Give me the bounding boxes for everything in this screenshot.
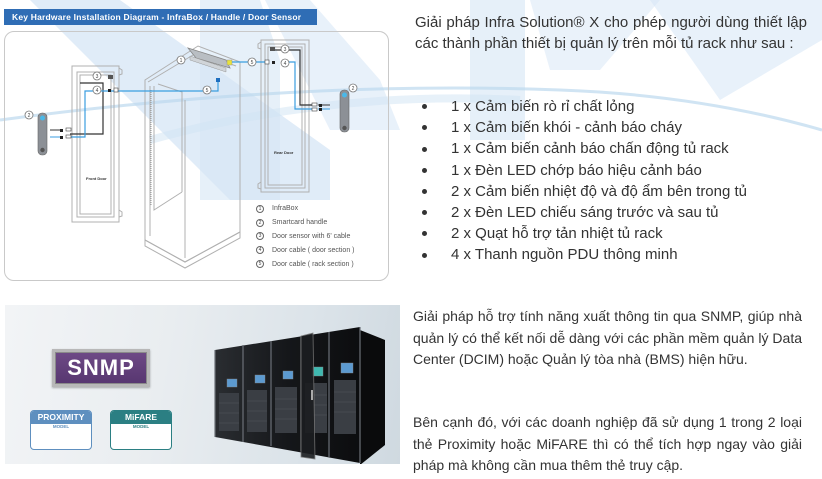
feature-item: 2 x Đèn LED chiếu sáng trước và sau tủ <box>422 202 747 223</box>
rack-row <box>214 327 361 463</box>
feature-text: 4 x Thanh nguồn PDU thông minh <box>451 246 678 264</box>
card-subtitle: MODEL <box>52 424 70 429</box>
legend-item: 1 InfraBox <box>256 202 354 216</box>
svg-text:2: 2 <box>28 113 31 119</box>
legend-label: Door sensor with 6' cable <box>272 232 351 240</box>
feature-text: 1 x Đèn LED chớp báo hiệu cảnh báo <box>451 161 702 179</box>
front-door-label: Front Door <box>86 176 107 181</box>
rear-door-label: Rear Door <box>274 150 294 155</box>
bullet-icon <box>422 146 427 152</box>
feature-text: 2 x Quạt hỗ trợ tản nhiệt tủ rack <box>451 225 663 243</box>
legend-item: 3 Door sensor with 6' cable <box>256 230 354 244</box>
bullet-icon <box>422 210 427 216</box>
feature-text: 1 x Cảm biến cảnh báo chấn động tủ rack <box>451 140 729 158</box>
svg-text:4: 4 <box>284 61 287 67</box>
legend-number: 2 <box>256 218 264 227</box>
legend-number: 3 <box>256 232 264 241</box>
legend-label: InfraBox <box>272 205 299 213</box>
installation-diagram: Key Hardware Installation Diagram - Infr… <box>0 0 400 290</box>
smartcard-handle-right <box>339 89 350 133</box>
bullet-icon <box>422 125 427 131</box>
snmp-paragraph: Giải pháp hỗ trợ tính năng xuất thông ti… <box>413 308 802 367</box>
svg-text:5: 5 <box>206 88 209 94</box>
mifare-card: MiFARE MODEL <box>110 410 172 450</box>
legend-number: 4 <box>256 246 264 255</box>
legend-item: 4 Door cable ( door section ) <box>256 243 354 257</box>
bullet-icon <box>422 104 427 110</box>
card-paragraph: Bên cạnh đó, với các doanh nghiệp đã sử … <box>413 414 802 473</box>
feature-text: 1 x Cảm biến rò rỉ chất lỏng <box>451 98 635 115</box>
feature-item: 4 x Thanh nguồn PDU thông minh <box>422 244 747 265</box>
product-photo: SNMP PROXIMITY MODEL MiFARE MODEL <box>5 305 400 464</box>
svg-text:3: 3 <box>284 47 287 53</box>
feature-item: 1 x Đèn LED chớp báo hiệu cảnh báo <box>422 160 747 181</box>
legend-label: Door cable ( rack section ) <box>272 260 354 268</box>
proximity-card: PROXIMITY MODEL <box>30 410 92 450</box>
diagram-legend: 1 InfraBox 2 Smartcard handle 3 Door sen… <box>256 202 354 271</box>
feature-item: 1 x Cảm biến cảnh báo chấn động tủ rack <box>422 138 747 159</box>
rack-cabinet <box>144 45 241 269</box>
svg-text:4: 4 <box>96 88 99 94</box>
bullet-icon <box>422 231 427 237</box>
legend-number: 5 <box>256 260 264 269</box>
card-title: MiFARE <box>111 411 171 424</box>
svg-text:5: 5 <box>251 60 254 66</box>
feature-text: 2 x Cảm biến nhiệt độ và độ ẩm bên trong… <box>451 182 748 200</box>
bullet-icon <box>422 252 427 258</box>
infrabox <box>186 47 233 73</box>
svg-text:1: 1 <box>180 58 183 64</box>
feature-text: 1 x Cảm biến khói - cảnh báo cháy <box>451 119 682 137</box>
feature-item: 2 x Cảm biến nhiệt độ và độ ẩm bên trong… <box>422 181 747 202</box>
legend-item: 2 Smartcard handle <box>256 216 354 230</box>
bullet-icon <box>422 188 427 194</box>
feature-text: 2 x Đèn LED chiếu sáng trước và sau tủ <box>451 204 719 222</box>
svg-text:3: 3 <box>96 74 99 80</box>
svg-text:2: 2 <box>352 86 355 92</box>
feature-item: 1 x Cảm biến khói - cảnh báo cháy <box>422 117 747 138</box>
snmp-badge: SNMP <box>52 349 150 387</box>
feature-list: 1 x Cảm biến rò rỉ chất lỏng 1 x Cảm biế… <box>422 96 747 266</box>
bullet-icon <box>422 167 427 173</box>
legend-item: 5 Door cable ( rack section ) <box>256 257 354 271</box>
legend-label: Door cable ( door section ) <box>272 246 355 254</box>
smartcard-handle-left <box>37 112 48 156</box>
card-subtitle: MODEL <box>132 424 150 429</box>
legend-label: Smartcard handle <box>272 219 328 227</box>
legend-number: 1 <box>256 204 264 213</box>
server-racks-image <box>214 327 385 464</box>
feature-item: 1 x Cảm biến rò rỉ chất lỏng <box>422 96 747 117</box>
intro-paragraph: Giải pháp Infra Solution® X cho phép ngư… <box>415 14 807 52</box>
card-title: PROXIMITY <box>31 411 91 424</box>
feature-item: 2 x Quạt hỗ trợ tản nhiệt tủ rack <box>422 223 747 244</box>
